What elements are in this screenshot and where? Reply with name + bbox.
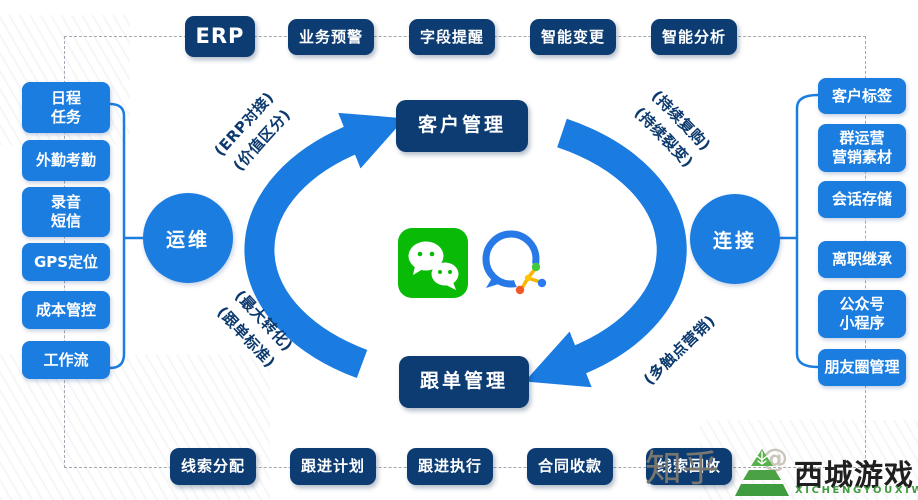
top-node-field-reminder: 字段提醒 [409,19,495,55]
cycle-arrow-left-icon [244,112,405,379]
right-node-session-archive: 会话存储 [818,181,906,218]
right-node-official-account-miniprogram: 公众号 小程序 [818,290,906,338]
bottom-node-lead-recycle: 线索回收 [646,448,732,485]
hub-connection: 连接 [690,194,780,284]
top-node-business-alert: 业务预警 [288,19,374,55]
bottom-node-followup-exec: 跟进执行 [407,448,493,485]
left-node-cost-control: 成本管控 [22,291,110,329]
top-node-erp: ERP [185,16,255,57]
wechat-work-icon [478,226,550,302]
right-node-group-ops-materials: 群运营 营销素材 [818,124,906,172]
left-node-schedule-tasks: 日程 任务 [22,82,110,133]
top-node-smart-change: 智能变更 [530,19,616,55]
left-node-workflow: 工作流 [22,341,110,379]
site-logo-name-latin: XICHENGYOUXIWANG [795,485,918,496]
wechat-icon [398,228,468,302]
center-node-order-followup-management: 跟单管理 [399,356,529,408]
right-node-departure-inherit: 离职继承 [818,241,906,278]
site-logo-pyramid-icon [733,448,791,500]
left-node-gps-location: GPS定位 [22,243,110,281]
cycle-arrow-right-icon [524,118,687,388]
right-node-moments-management: 朋友圈管理 [818,349,906,386]
left-node-recording-sms: 录音 短信 [22,187,110,237]
watermark-zhihu: 知乎 [645,447,719,490]
left-bracket-icon [109,102,126,370]
site-logo-name: 西城游戏网 [794,458,915,492]
hub-operations: 运维 [143,193,233,283]
left-node-field-attendance: 外勤考勤 [22,140,110,181]
right-node-customer-tags: 客户标签 [818,78,906,114]
bottom-node-lead-assign: 线索分配 [170,448,256,485]
top-node-smart-analysis: 智能分析 [651,19,737,55]
right-bracket-icon [795,93,819,369]
bottom-node-followup-plan: 跟进计划 [290,448,376,485]
bottom-node-contract-payment: 合同收款 [527,448,613,485]
center-node-customer-management: 客户管理 [396,100,528,152]
